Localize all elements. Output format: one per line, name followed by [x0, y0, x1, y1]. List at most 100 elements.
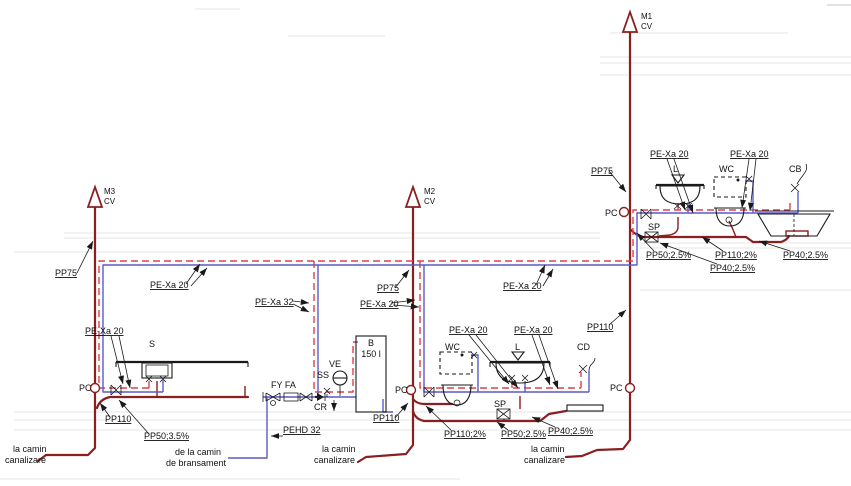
- cleanout-pc-m1-upper: [618, 206, 630, 218]
- note-to-sewer-right-1: la camin: [531, 444, 565, 454]
- label-pexa20-midbath-1: PE-Xa 20: [449, 325, 488, 335]
- expansion-vessel: [331, 370, 348, 412]
- sewer-riser-m2: [356, 205, 415, 464]
- note-to-sewer-left-2: canalizare: [5, 455, 46, 465]
- label-pp40-25-upper-b: PP40;2.5%: [783, 250, 828, 260]
- fixtures: [115, 163, 834, 412]
- main-branch-drain: [411, 409, 568, 423]
- kitchen-drain: [95, 395, 250, 410]
- label-pexa20-main-left: PE-Xa 20: [150, 280, 189, 290]
- label-pp75-mid: PP75: [377, 283, 399, 293]
- riser-m1-name: M1: [641, 12, 653, 21]
- cleanout-pc-m2: [405, 384, 417, 396]
- bathtub: [755, 163, 834, 237]
- label-pc-m1-upper: PC: [605, 208, 618, 218]
- label-boiler-name: B: [368, 338, 374, 348]
- label-pc-m2: PC: [395, 385, 408, 395]
- sewer-riser-m3: [36, 205, 97, 463]
- upper-wc: [713, 175, 753, 227]
- cold-main: [102, 212, 798, 393]
- middle-lavatory: [489, 351, 551, 384]
- middle-wc: [439, 351, 478, 407]
- label-cd: CD: [577, 342, 590, 352]
- label-sink: S: [149, 339, 155, 349]
- label-pp110-kitchen: PP110: [105, 414, 131, 424]
- shutoff-valve-upper: [640, 208, 652, 220]
- label-sp-middle: SP: [494, 399, 506, 409]
- note-to-sewer-left-1: la camin: [13, 444, 47, 454]
- label-lavatory-middle: L: [515, 342, 520, 352]
- note-service-2: de bransament: [166, 458, 227, 468]
- hot-water-pipes: [98, 203, 791, 393]
- cold-water-pipes: [102, 180, 799, 459]
- wc-branch-drain: [411, 397, 454, 406]
- shower-tray: [566, 357, 604, 412]
- label-pp110-riser-m1: PP110: [587, 322, 613, 332]
- note-to-sewer-mid-2: canalizare: [314, 455, 355, 465]
- upper-bath-drain: [629, 228, 791, 244]
- label-sp-upper: SP: [648, 222, 660, 232]
- riser-m1-type: CV: [641, 22, 653, 31]
- label-pexa20-mid: PE-Xa 20: [360, 299, 399, 309]
- upper-lavatory: [655, 174, 705, 210]
- note-service-1: de la camin: [175, 447, 221, 457]
- label-wc-upper: WC: [719, 164, 734, 174]
- label-pp110-boiler: PP110: [373, 413, 399, 423]
- label-pc-m1-lower: PC: [610, 383, 623, 393]
- riser-m2-type: CV: [424, 197, 436, 206]
- siphon-middle: [496, 408, 511, 420]
- shutoff-valve-kitchen: [110, 384, 122, 396]
- equipment: [89, 206, 659, 420]
- label-pexa20-midbath-2: PE-Xa 20: [514, 325, 553, 335]
- note-to-sewer-mid-1: la camin: [322, 444, 356, 454]
- riser-m3-type: CV: [104, 197, 116, 206]
- label-pp75-right: PP75: [591, 166, 613, 176]
- label-pexa20-main-right: PE-Xa 20: [503, 281, 542, 291]
- label-lavatory-upper: L: [673, 164, 678, 174]
- label-ss: SS: [317, 370, 329, 380]
- label-pc-kitchen: PC: [79, 383, 92, 393]
- label-fyfa: FY FA: [271, 380, 296, 390]
- label-ve: VE: [329, 359, 341, 369]
- sewer-riser-m1: [564, 30, 632, 459]
- vent-arrow-m3: [86, 184, 104, 208]
- label-pp110-2-upper: PP110;2%: [715, 250, 757, 260]
- label-pp50-35: PP50;3.5%: [144, 431, 189, 441]
- sewer-pipes: [36, 9, 809, 464]
- siphon-upper: [644, 231, 659, 243]
- cleanout-pc-m3: [89, 382, 101, 394]
- boiler: [355, 335, 387, 413]
- cold-service-line: [228, 397, 268, 459]
- label-boiler-capacity: 150 l: [361, 349, 381, 359]
- cleanout-pc-m1-lower: [624, 382, 636, 394]
- hot-main: [98, 209, 790, 389]
- label-pexa20-kitchen: PE-Xa 20: [85, 326, 124, 336]
- label-pp40-25-upper-a: PP40;2.5%: [710, 263, 755, 273]
- leader-lines: [76, 158, 791, 439]
- label-pexa32: PE-Xa 32: [255, 297, 294, 307]
- vent-arrow-m1: [621, 9, 639, 33]
- hot-branch-m2: [419, 261, 581, 389]
- label-bathtub: CB: [789, 164, 802, 174]
- label-pp40-25-middle: PP40;2.5%: [548, 426, 593, 436]
- hot-boiler-riser: [313, 261, 358, 393]
- note-to-sewer-right-2: canalizare: [524, 455, 565, 465]
- label-pehd32: PEHD 32: [283, 425, 321, 435]
- labels: M1 CV M2 CV M3 CV PP75 PE-Xa 20 PE-Xa 32…: [5, 12, 828, 468]
- label-cr: CR: [314, 402, 327, 412]
- label-pexa20-upper-2: PE-Xa 20: [730, 149, 769, 159]
- shutoff-valve-middle: [423, 386, 435, 398]
- riser-m2-name: M2: [424, 187, 436, 196]
- vent-arrow-m2: [404, 184, 422, 208]
- label-pexa20-upper-1: PE-Xa 20: [650, 149, 689, 159]
- floor-level-lines: [0, 4, 851, 480]
- label-pp110-2-middle: PP110;2%: [444, 429, 486, 439]
- label-pp75-left: PP75: [55, 268, 77, 278]
- label-pp50-25-upper: PP50;2.5%: [646, 250, 691, 260]
- kitchen-sink: [115, 360, 249, 383]
- riser-m3-name: M3: [104, 187, 116, 196]
- label-wc-middle: WC: [445, 342, 460, 352]
- label-pp50-25-middle: PP50;2.5%: [501, 429, 546, 439]
